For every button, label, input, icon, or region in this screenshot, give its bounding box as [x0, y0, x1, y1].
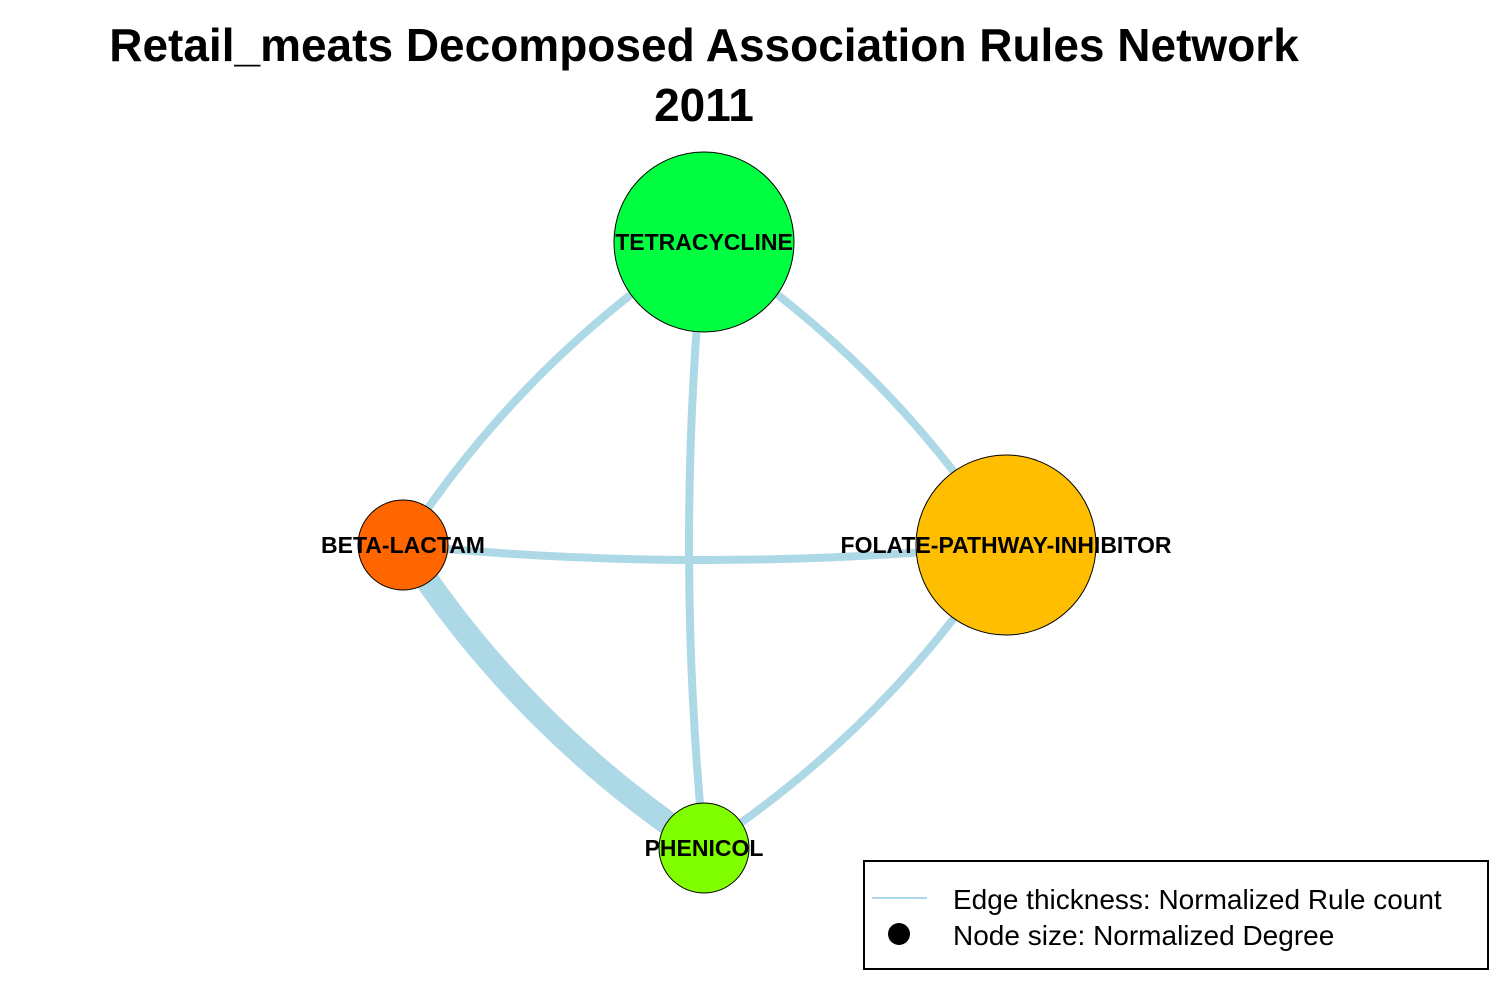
node-folate	[915, 454, 1097, 636]
nodes-layer	[357, 151, 1097, 894]
edge-beta-lactam-phenicol	[391, 533, 716, 860]
node-phenicol	[658, 802, 750, 894]
legend: Edge thickness: Normalized Rule count No…	[863, 860, 1489, 970]
chart-title: Retail_meats Decomposed Association Rule…	[109, 19, 1299, 71]
node-beta-lactam	[357, 499, 449, 591]
legend-node-swatch	[888, 923, 910, 945]
labels-layer: TETRACYCLINE BETA-LACTAM FOLATE-PATHWAY-IN…	[321, 229, 1172, 861]
legend-edge-label: Edge thickness: Normalized Rule count	[953, 884, 1442, 915]
chart-title-year: 2011	[654, 79, 754, 131]
node-label-tetracycline: TETRACYCLINE	[615, 229, 793, 255]
node-tetracycline	[613, 151, 795, 333]
node-label-phenicol: PHENICOL	[645, 835, 764, 861]
legend-box	[863, 860, 1489, 970]
legend-node-label: Node size: Normalized Degree	[953, 920, 1334, 951]
edge-tetracycline-phenicol	[685, 238, 708, 852]
node-label-beta-lactam: BETA-LACTAM	[321, 532, 485, 558]
node-label-folate: FOLATE-PATHWAY-INHIBITOR	[841, 532, 1172, 558]
